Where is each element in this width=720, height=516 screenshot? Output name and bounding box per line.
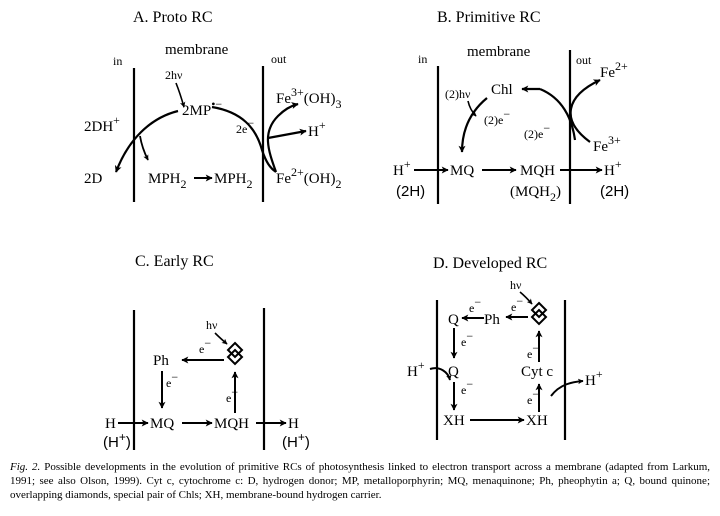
panel-c-hplus-left: (H+): [103, 430, 131, 451]
panel-b-e2: (2)e−: [524, 121, 550, 141]
panel-c-title: C. Early RC: [135, 253, 214, 270]
panel-a-2dh: 2DH+: [84, 113, 120, 135]
panel-d-e-top-right: e−: [511, 294, 523, 314]
panel-a-out-label: out: [271, 52, 287, 66]
panel-b-out-label: out: [576, 53, 592, 67]
panel-c-h-right: H: [288, 416, 299, 432]
panel-b-fe3: Fe3+: [593, 133, 621, 155]
panel-b-curve-chl: [539, 87, 577, 141]
panel-a-curve-mp-to-2d: [114, 109, 179, 173]
panel-a-mph2-right: MPH2: [214, 171, 253, 191]
panel-d-h-into-q-arrow: [429, 367, 452, 381]
caption-label: Fig. 2.: [10, 461, 41, 473]
panel-a-mph2-left: MPH2: [148, 171, 187, 191]
panel-c-ph: Ph: [153, 353, 169, 369]
panel-a-title: A. Proto RC: [133, 9, 213, 26]
panel-a-curve-to-fe3: [266, 102, 299, 173]
panel-b-h-right: H+: [604, 157, 622, 179]
panel-d-e-left-upper: e−: [461, 329, 473, 349]
panel-c-e-left: e−: [166, 370, 178, 390]
caption-text: Possible developments in the evolution o…: [10, 461, 711, 501]
panel-d-hv-arrow: [519, 291, 533, 305]
panel-c-mqh: MQH: [214, 416, 249, 432]
panel-d-to-h-right-arrow: [550, 378, 584, 397]
panel-b-h-left: H+: [393, 157, 411, 179]
panel-c-e-right: e−: [226, 385, 238, 405]
panel-d-e-top-left: e−: [469, 295, 481, 315]
panel-d-special-pair-diamonds: [530, 301, 548, 326]
panel-a-hplus: H+: [308, 118, 326, 140]
panel-c-h-left: H: [105, 416, 116, 432]
panel-a-fe3oh3: Fe3+(OH)3: [276, 85, 341, 111]
panel-a-2d: 2D: [84, 171, 103, 187]
figure-caption: Fig. 2. Possible developments in the evo…: [10, 460, 710, 502]
panel-d-xh-left: XH: [443, 413, 465, 429]
panel-a-membrane-label: membrane: [165, 42, 229, 58]
panel-d-e-right-lower: e−: [527, 387, 539, 407]
panel-b-mqh: MQH: [520, 163, 555, 179]
panel-b-e1: (2)e−: [484, 107, 510, 127]
panel-b-mq: MQ: [450, 163, 474, 179]
panel-d-hv: hν: [510, 278, 522, 292]
panel-d-e-left-lower: e−: [461, 377, 473, 397]
panel-d-hplus-right: H+: [585, 367, 603, 389]
panel-a-2e: 2e−: [236, 116, 254, 136]
panel-b-membrane-label: membrane: [467, 44, 531, 60]
panel-a-h-arrow: [267, 128, 307, 140]
panel-b-2h-right: (2H): [600, 183, 629, 200]
panel-a-dh-arrow: [139, 135, 149, 161]
panel-d-q: Q: [448, 364, 459, 380]
panel-d-xh-right: XH: [526, 413, 548, 429]
panel-c-hplus-right: (H+): [282, 430, 310, 451]
panel-a-proto-rc: A. Proto RC membrane in out 2hν 2MP•− 2D…: [84, 9, 341, 202]
panel-d-hplus-left: H+: [407, 358, 425, 380]
panel-b-mqh2: (MQH2): [510, 184, 561, 204]
panel-a-hv-arrow: [175, 82, 186, 108]
panel-c-special-pair-diamonds: [226, 341, 244, 366]
panel-a-hv-label: 2hν: [165, 68, 183, 82]
panel-d-e-right-upper: e−: [527, 341, 539, 361]
panel-b-chl: Chl: [491, 82, 513, 98]
panel-c-hv: hν: [206, 318, 218, 332]
panel-d-developed-rc: D. Developed RC hν Q e− Ph e− e− e− H+ Q…: [407, 255, 603, 440]
panel-c-early-rc: C. Early RC hν e− Ph e− e− H MQ MQH H (H…: [103, 253, 310, 451]
panel-b-in-label: in: [418, 52, 427, 66]
panel-a-2mp: 2MP•−: [182, 97, 222, 119]
panel-b-title: B. Primitive RC: [437, 9, 541, 26]
panel-b-hv: (2)hν: [445, 87, 471, 101]
panel-d-q-top: Q: [448, 312, 459, 328]
panel-d-ph: Ph: [484, 312, 500, 328]
panel-b-primitive-rc: B. Primitive RC membrane in out Fe2+ (2)…: [393, 9, 629, 204]
panel-d-title: D. Developed RC: [433, 255, 547, 272]
panel-b-2h-left: (2H): [396, 183, 425, 200]
panel-c-mq: MQ: [150, 416, 174, 432]
panel-d-cytc: Cyt c: [521, 364, 553, 380]
panel-a-in-label: in: [113, 54, 122, 68]
panel-c-e-top: e−: [199, 336, 211, 356]
panel-b-hv-arrow: [467, 100, 477, 117]
panel-b-e-arrow-to-mq: [458, 97, 488, 153]
panel-b-fe2: Fe2+: [600, 59, 628, 81]
panel-a-curve-e-transfer: [211, 105, 277, 173]
panel-b-curve-fe3-to-fe2: [569, 79, 601, 143]
panel-c-hv-arrow: [214, 332, 228, 345]
panel-a-fe2oh2: Fe2+(OH)2: [276, 165, 341, 191]
